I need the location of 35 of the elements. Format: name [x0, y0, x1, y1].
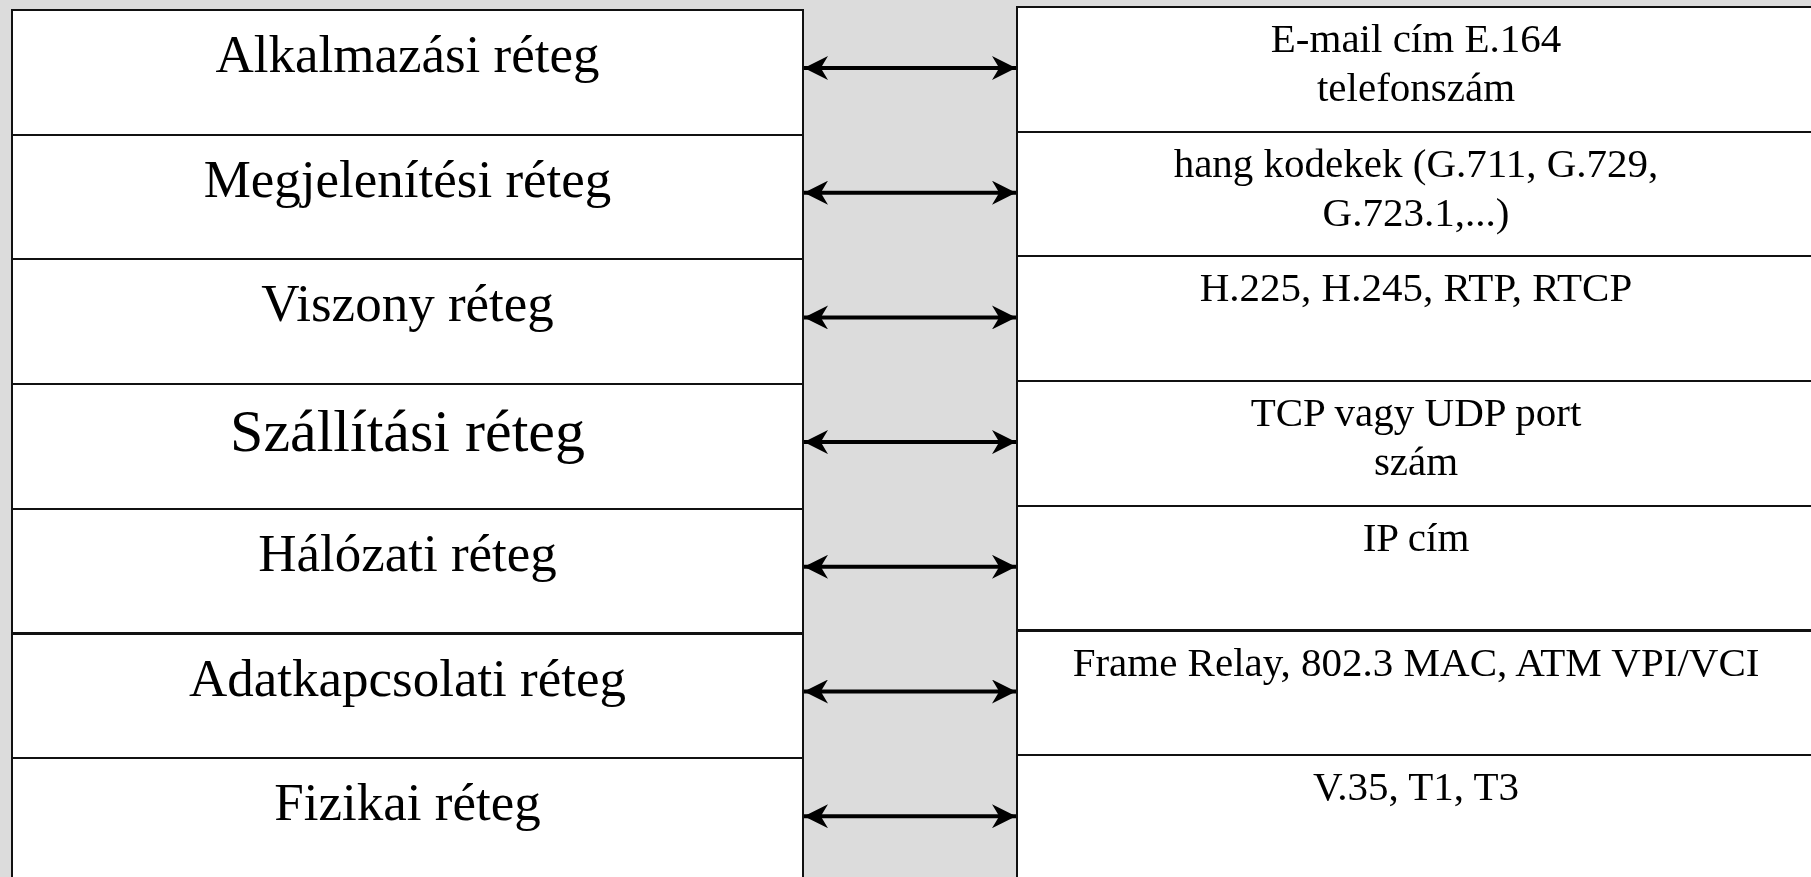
- protocol-text: hang kodekek (G.711, G.729, G.723.1,...): [1172, 138, 1660, 237]
- layer-box: [11, 757, 804, 877]
- double-arrow: [804, 804, 1016, 829]
- double-arrow: [804, 180, 1016, 205]
- double-arrow: [804, 305, 1016, 330]
- layer-box: [11, 9, 804, 136]
- layer-name: Viszony réteg: [261, 273, 554, 335]
- layer-box: [11, 383, 804, 510]
- layer-box: [1016, 754, 1811, 877]
- layer-box: [11, 632, 804, 760]
- double-arrow: [804, 56, 1016, 80]
- layer-box: [11, 507, 804, 635]
- protocol-text: E-mail cím E.164 telefonszám: [1269, 14, 1563, 113]
- double-arrow: [804, 554, 1016, 579]
- layer-name: Szállítási réteg: [230, 397, 585, 467]
- protocol-text: V.35, T1, T3: [1312, 762, 1520, 812]
- layer-box: [1016, 504, 1811, 632]
- layer-box: [1016, 629, 1811, 757]
- layer-box: [1016, 130, 1811, 258]
- layer-name: Hálózati réteg: [258, 522, 557, 584]
- layer-name: Fizikai réteg: [274, 772, 541, 834]
- layer-name: Alkalmazási réteg: [215, 24, 600, 85]
- double-arrow: [804, 430, 1016, 455]
- layer-box: [1016, 6, 1811, 133]
- layer-box: [11, 133, 804, 261]
- protocol-text: IP cím: [1362, 512, 1470, 562]
- layer-name: Adatkapcsolati réteg: [188, 647, 627, 709]
- protocol-text: TCP vagy UDP port szám: [1249, 388, 1583, 487]
- layer-box: [1016, 380, 1811, 507]
- layer-name: Megjelenítési réteg: [203, 148, 612, 210]
- protocol-text: H.225, H.245, RTP, RTCP: [1199, 263, 1633, 313]
- layer-box: [1016, 255, 1811, 383]
- protocol-text: Frame Relay, 802.3 MAC, ATM VPI/VCI: [1072, 637, 1760, 687]
- layer-box: [11, 258, 804, 386]
- double-arrow: [804, 679, 1016, 704]
